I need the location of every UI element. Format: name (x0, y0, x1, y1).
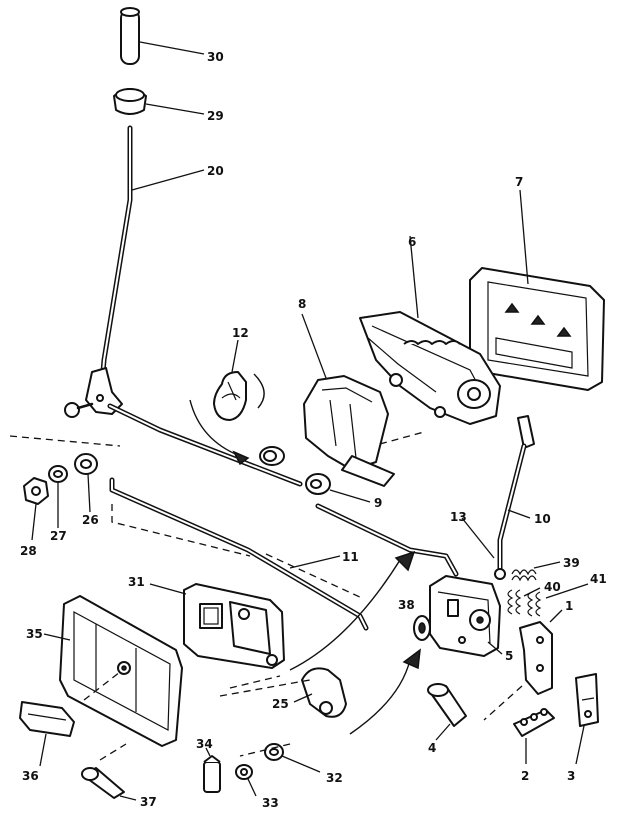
part-37-screw (81, 743, 137, 801)
callout-37: 37 (140, 795, 157, 809)
callout-5: 5 (505, 649, 513, 663)
callout-6: 6 (408, 235, 416, 249)
callout-11: 11 (342, 550, 359, 564)
callout-26: 26 (82, 513, 99, 527)
part-25-cylinder (219, 550, 421, 735)
part-4-pin (427, 683, 467, 741)
callout-1: 1 (565, 599, 573, 613)
callout-3: 3 (567, 769, 575, 783)
part-20-lock-rod (9, 125, 303, 487)
callout-35: 35 (26, 627, 43, 641)
callout-40: 40 (544, 580, 561, 594)
callout-20: 20 (207, 164, 224, 178)
callout-4: 4 (428, 741, 436, 755)
callout-12: 12 (232, 326, 249, 340)
part-35-bezel (43, 595, 183, 747)
bushing-near-8 (259, 446, 285, 466)
callout-13: 13 (450, 510, 467, 524)
callout-41: 41 (590, 572, 607, 586)
part-33-washer (235, 764, 257, 797)
callout-7: 7 (515, 175, 523, 189)
callout-labels: 30 29 20 7 6 8 12 9 10 13 39 40 41 1 38 … (20, 50, 607, 810)
callout-34: 34 (196, 737, 213, 751)
callout-36: 36 (22, 769, 39, 783)
part-5-lock-body (429, 575, 503, 657)
part-31-inner-handle (149, 583, 285, 689)
part-6-handle-mechanism (359, 235, 501, 425)
part-34-bolt (203, 747, 221, 793)
part-30-sleeve (120, 7, 205, 65)
part-28-nut (23, 477, 49, 541)
part-1-plate (483, 609, 563, 721)
part-7-handle-cover (469, 189, 605, 391)
part-39-spring (511, 561, 561, 582)
callout-32: 32 (326, 771, 343, 785)
part-27-washer (48, 465, 68, 528)
callout-31: 31 (128, 575, 145, 589)
callout-27: 27 (50, 529, 67, 543)
callout-39: 39 (563, 556, 580, 570)
callout-30: 30 (207, 50, 224, 64)
part-41-spring (527, 583, 589, 617)
part-2-clip (513, 708, 555, 764)
callout-28: 28 (20, 544, 37, 558)
part-10-operating-rod (494, 415, 535, 580)
part-32-nut (239, 743, 321, 773)
part-12-clip (189, 339, 265, 466)
callout-29: 29 (207, 109, 224, 123)
part-3-bracket (575, 673, 599, 765)
part-11-inner-rod (109, 477, 459, 631)
part-40-spring (507, 587, 541, 615)
callout-38: 38 (398, 598, 415, 612)
part-9-grommet (305, 473, 371, 503)
callout-25: 25 (272, 697, 289, 711)
callout-8: 8 (298, 297, 306, 311)
part-38-washer (413, 615, 431, 641)
part-29-knob (113, 88, 205, 115)
part-36-cover-cap (19, 701, 75, 767)
callout-2: 2 (521, 769, 529, 783)
part-26-washer (74, 453, 98, 513)
callout-9: 9 (374, 496, 382, 510)
callout-33: 33 (262, 796, 279, 810)
part-8-bracket (301, 313, 425, 487)
callout-10: 10 (534, 512, 551, 526)
